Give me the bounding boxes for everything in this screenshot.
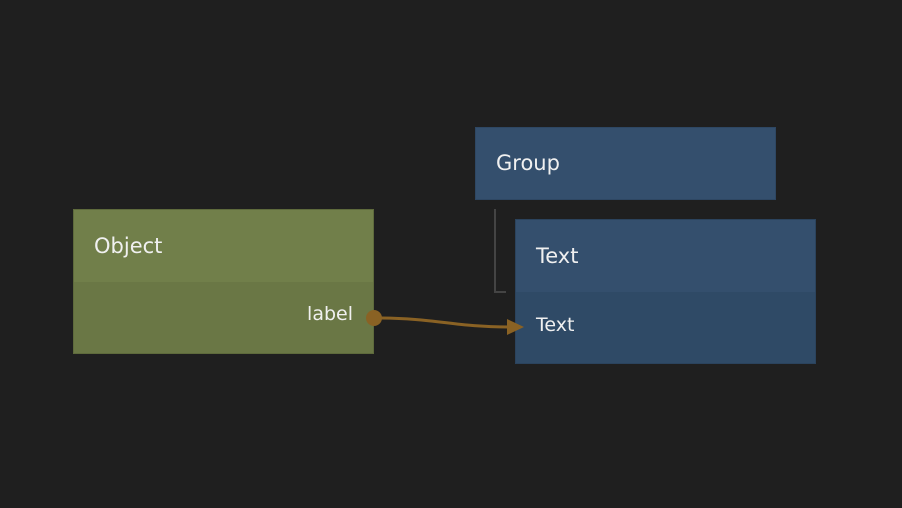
text-node-header[interactable]: Text bbox=[516, 220, 815, 292]
object-node-header[interactable]: Object bbox=[74, 210, 373, 282]
output-port-dot[interactable] bbox=[366, 310, 382, 326]
connection-wire[interactable] bbox=[373, 316, 513, 329]
text-input-port[interactable]: Text bbox=[536, 314, 575, 336]
group-node-header[interactable]: Group bbox=[496, 151, 560, 175]
input-arrow-icon bbox=[507, 319, 524, 335]
object-label-port[interactable]: label bbox=[307, 303, 353, 325]
text-node[interactable]: Text Text bbox=[515, 219, 816, 364]
group-child-bracket bbox=[494, 209, 506, 293]
object-node[interactable]: Object label bbox=[73, 209, 374, 354]
group-node[interactable]: Group bbox=[475, 127, 776, 200]
